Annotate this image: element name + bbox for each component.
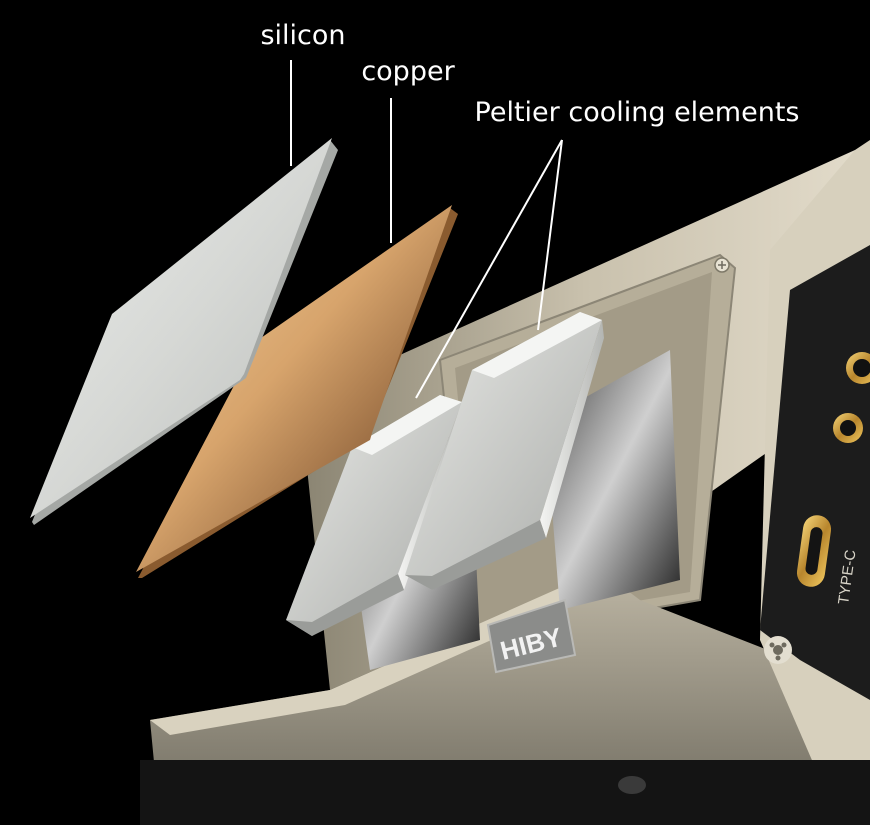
peltier-element-left <box>286 395 462 636</box>
label-copper: copper <box>361 56 455 87</box>
label-peltier: Peltier cooling elements <box>475 97 800 128</box>
label-silicon: silicon <box>260 20 345 51</box>
copper-plate <box>136 205 458 578</box>
label-peltier-group: Peltier cooling elements <box>415 97 800 399</box>
label-silicon-group: silicon <box>260 20 346 166</box>
panel-screw-icon <box>764 636 792 664</box>
silicon-pad <box>30 138 338 525</box>
audio-jack-small-icon <box>833 413 863 443</box>
peltier-element-right <box>405 312 604 590</box>
brand-badge: HIBY <box>486 598 577 674</box>
audio-jack-icon <box>846 352 870 384</box>
leader-line-peltier-right <box>537 139 563 331</box>
usb-c-port-icon <box>796 515 832 587</box>
leader-line-peltier-left <box>415 139 563 399</box>
label-copper-group: copper <box>361 56 456 243</box>
phillips-screw-icon <box>714 257 730 273</box>
